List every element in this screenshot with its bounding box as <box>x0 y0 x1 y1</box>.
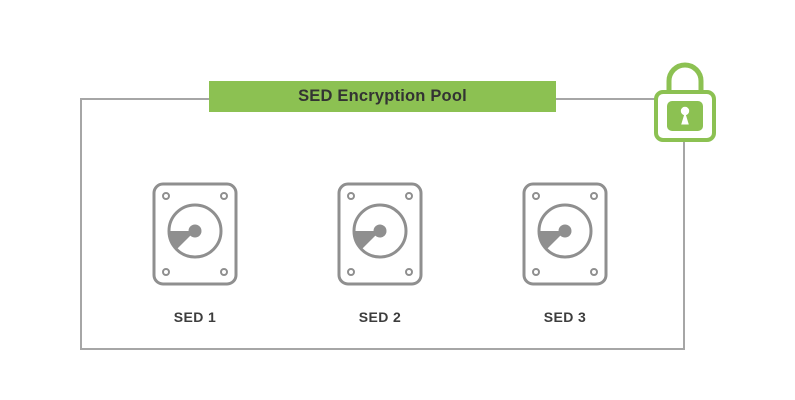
hdd-icon <box>337 182 423 286</box>
hdd-icon <box>522 182 608 286</box>
drive-label: SED 1 <box>173 309 217 325</box>
keyhole-stem <box>681 112 689 125</box>
hdd-icon <box>152 182 238 286</box>
hdd-sed-3: SED 3 <box>522 182 608 325</box>
lock-shackle <box>666 62 704 96</box>
drive-label: SED 2 <box>358 309 402 325</box>
padlock-svg <box>654 62 716 142</box>
pool-title-banner: SED Encryption Pool <box>209 81 556 112</box>
keyhole-icon <box>680 106 690 116</box>
drive-label: SED 3 <box>543 309 587 325</box>
hdd-sed-1: SED 1 <box>152 182 238 325</box>
hdd-sed-2: SED 2 <box>337 182 423 325</box>
padlock-icon <box>646 50 722 144</box>
pool-title: SED Encryption Pool <box>298 87 467 105</box>
